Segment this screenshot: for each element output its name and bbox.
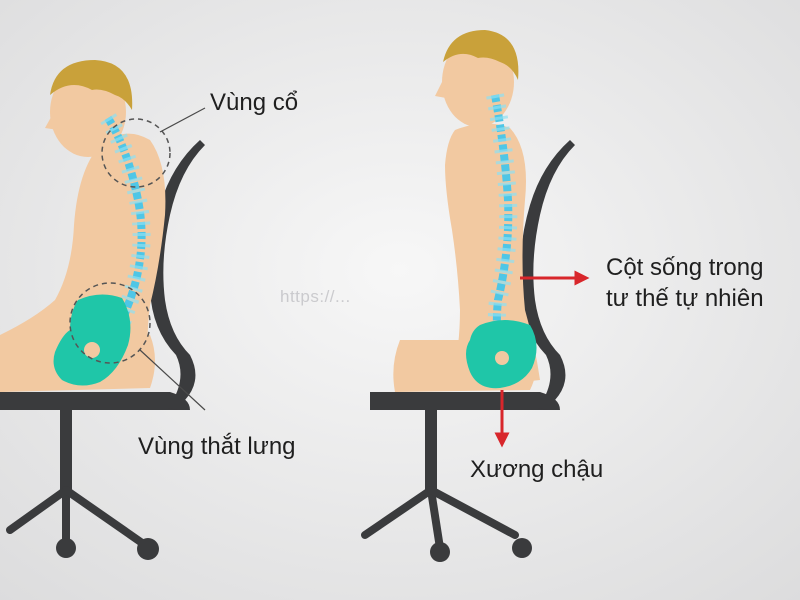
lumbar-callout-line (139, 349, 206, 411)
lumbar-callout-circle (69, 282, 151, 364)
watermark: https://... (280, 287, 351, 306)
neck-callout-circle (101, 118, 171, 188)
nose-right (435, 80, 446, 98)
lumbar-region-label: Vùng thắt lưng (138, 433, 296, 460)
upright-figure (361, 30, 590, 562)
nose-left (45, 110, 58, 130)
pelvis-label: Xương chậu (470, 456, 604, 483)
pelvis-left (53, 294, 131, 386)
spine-right (491, 94, 513, 347)
chair-right (361, 140, 575, 562)
hair-right (443, 30, 519, 80)
spine-natural-label-line1: Cột sống trong (606, 254, 764, 281)
neck-region-label: Vùng cổ (210, 89, 299, 116)
neck-callout-line (159, 107, 206, 133)
spine-natural-label-line2: tư thế tự nhiên (606, 285, 764, 312)
hair-left (50, 60, 133, 110)
slouched-figure (0, 60, 206, 560)
